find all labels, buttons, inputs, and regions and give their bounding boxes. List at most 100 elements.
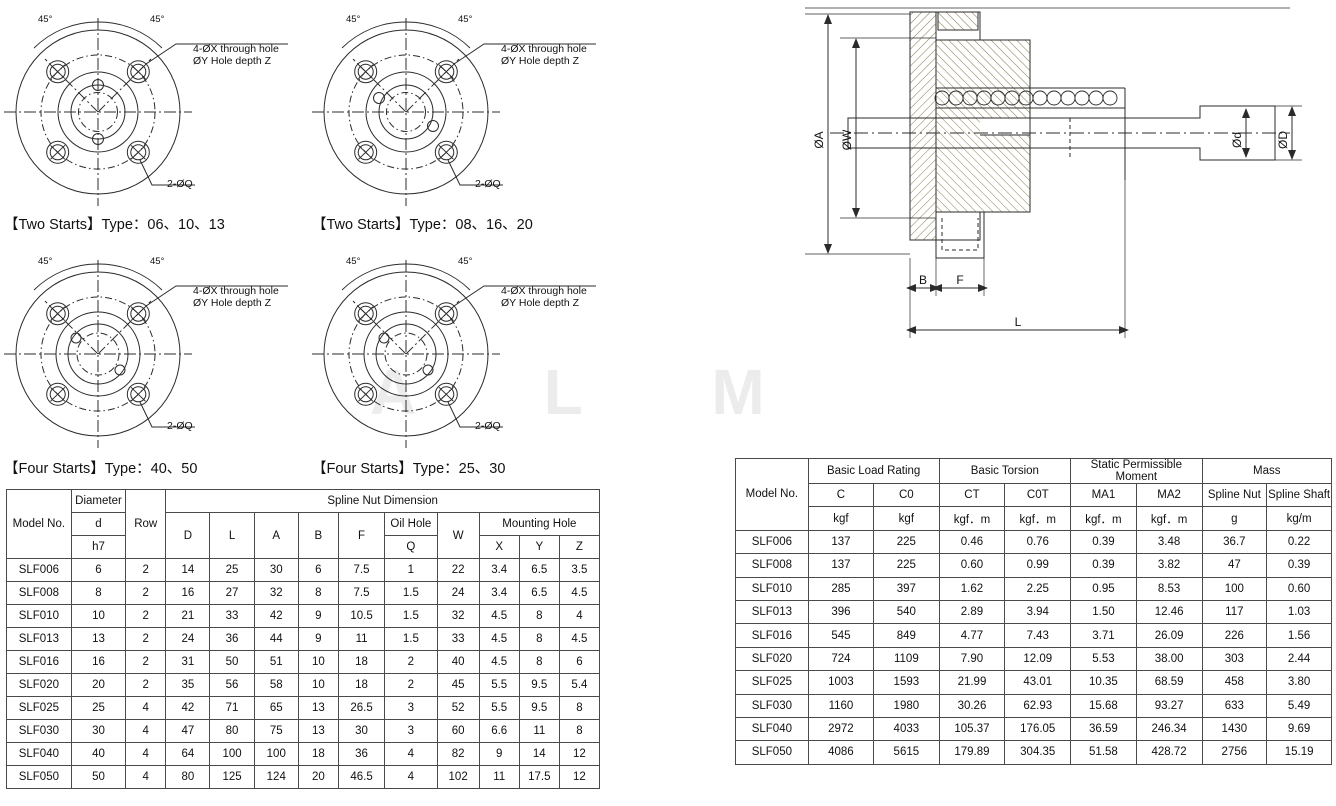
dim-label-F: F bbox=[956, 273, 963, 287]
cell-Z: 12 bbox=[558, 742, 601, 766]
cell-Z: 3.5 bbox=[558, 558, 601, 582]
angle-label-right: 45° bbox=[458, 256, 473, 267]
cell-C0: 225 bbox=[873, 553, 940, 578]
cell-model-no: SLF025 bbox=[6, 696, 72, 720]
callout-through-hole: 4-ØX through hole ØY Hole depth Z bbox=[501, 285, 587, 309]
cell-Y: 8 bbox=[518, 604, 560, 628]
cell-L: 100 bbox=[209, 742, 255, 766]
header-row: Row bbox=[125, 489, 167, 559]
header-basic-load-rating: Basic Load Rating bbox=[807, 458, 940, 484]
header-mounting-hole: Mounting Hole bbox=[478, 512, 601, 536]
cell-model-no: SLF013 bbox=[735, 599, 809, 625]
spline-nut-dimension-table: Model No. Diameter Row Spline Nut Dimens… bbox=[6, 489, 601, 789]
header-B: B bbox=[297, 512, 339, 559]
cell-MA1: 51.58 bbox=[1070, 740, 1137, 765]
flange-view-four-starts-40-50: 45° 45° 4-ØX through hole ØY Hole depth … bbox=[0, 242, 310, 482]
cell-B: 13 bbox=[297, 696, 339, 720]
angle-label-left: 45° bbox=[38, 256, 53, 267]
header-D: D bbox=[165, 512, 211, 559]
flange-view-two-starts-08-16-20: 45° 45° 4-ØX through hole ØY Hole depth … bbox=[308, 0, 618, 233]
header-C: C bbox=[807, 482, 875, 508]
cell-C0: 1109 bbox=[873, 646, 940, 672]
cell-row: 4 bbox=[125, 742, 167, 766]
cell-shaft: 5.49 bbox=[1266, 693, 1332, 718]
cell-C: 724 bbox=[807, 646, 875, 672]
cell-A: 30 bbox=[253, 558, 299, 582]
cell-B: 10 bbox=[297, 673, 339, 697]
dim-label-Od: Ød bbox=[1230, 132, 1244, 148]
cell-F: 30 bbox=[337, 719, 386, 743]
callout-oil-hole: 2-ØQ bbox=[167, 178, 193, 190]
cell-D: 35 bbox=[165, 673, 211, 697]
cell-W: 33 bbox=[436, 627, 480, 651]
callout-through-hole: 4-ØX through hole ØY Hole depth Z bbox=[193, 285, 279, 309]
cell-MA2: 38.00 bbox=[1135, 646, 1203, 672]
cell-C0: 540 bbox=[873, 599, 940, 625]
header-Z: Z bbox=[558, 535, 601, 559]
unit-C: kgf bbox=[807, 506, 875, 531]
cell-B: 9 bbox=[297, 627, 339, 651]
cell-C0: 225 bbox=[873, 529, 940, 555]
unit-spline-nut: g bbox=[1201, 506, 1268, 531]
unit-spline-shaft: kg/m bbox=[1266, 506, 1332, 531]
cell-D: 42 bbox=[165, 696, 211, 720]
unit-MA1: kgf．m bbox=[1070, 506, 1137, 531]
cell-MA1: 1.50 bbox=[1070, 599, 1137, 625]
header-spline-nut: Spline Nut bbox=[1201, 482, 1268, 508]
cell-d: 16 bbox=[70, 650, 127, 674]
header-spline-shaft: Spline Shaft bbox=[1266, 482, 1332, 508]
cell-Y: 6.5 bbox=[518, 558, 560, 582]
cell-d: 6 bbox=[70, 558, 127, 582]
callout-line-1: 4-ØX through hole bbox=[501, 285, 587, 297]
cell-C0: 5615 bbox=[873, 740, 940, 765]
cell-Y: 9.5 bbox=[518, 696, 560, 720]
cell-Q: 3 bbox=[384, 696, 438, 720]
cell-model-no: SLF013 bbox=[6, 627, 72, 651]
cell-W: 40 bbox=[436, 650, 480, 674]
table-units-row: kgf kgf kgf．m kgf．m kgf．m kgf．m g kg/m bbox=[736, 506, 1332, 531]
cell-W: 102 bbox=[436, 765, 480, 789]
table-header-row: h7 Q X Y Z bbox=[7, 535, 601, 559]
cell-W: 24 bbox=[436, 581, 480, 605]
cell-model-no: SLF050 bbox=[6, 765, 72, 789]
cell-C0T: 43.01 bbox=[1004, 670, 1072, 695]
cell-shaft: 3.80 bbox=[1266, 670, 1332, 695]
cell-W: 52 bbox=[436, 696, 480, 720]
cell-row: 2 bbox=[125, 627, 167, 651]
cell-X: 4.5 bbox=[478, 650, 520, 674]
cell-d: 20 bbox=[70, 673, 127, 697]
cell-D: 31 bbox=[165, 650, 211, 674]
cell-model-no: SLF006 bbox=[735, 529, 809, 555]
header-Q: Q bbox=[384, 535, 438, 559]
cell-B: 6 bbox=[297, 558, 339, 582]
header-X: X bbox=[478, 535, 520, 559]
angle-label-left: 45° bbox=[346, 256, 361, 267]
dim-label-L: L bbox=[1015, 315, 1022, 329]
cell-C: 396 bbox=[807, 599, 875, 625]
cell-nut: 117 bbox=[1201, 599, 1268, 625]
dim-label-OW: ØW bbox=[840, 129, 854, 150]
cell-CT: 0.46 bbox=[938, 529, 1006, 555]
flange-view-four-starts-25-30: 45° 45° 4-ØX through hole ØY Hole depth … bbox=[308, 242, 618, 482]
cell-Y: 8 bbox=[518, 650, 560, 674]
cell-W: 45 bbox=[436, 673, 480, 697]
cell-A: 42 bbox=[253, 604, 299, 628]
flange-caption: 【Four Starts】Type：25、30 bbox=[312, 461, 506, 477]
cell-MA2: 428.72 bbox=[1135, 740, 1203, 765]
cell-d: 40 bbox=[70, 742, 127, 766]
cell-Y: 14 bbox=[518, 742, 560, 766]
cell-Q: 1.5 bbox=[384, 604, 438, 628]
cell-C: 1003 bbox=[807, 670, 875, 695]
cell-d: 25 bbox=[70, 696, 127, 720]
angle-label-right: 45° bbox=[458, 14, 473, 25]
cell-L: 80 bbox=[209, 719, 255, 743]
unit-CT: kgf．m bbox=[938, 506, 1006, 531]
cell-model-no: SLF030 bbox=[735, 693, 809, 718]
cell-MA1: 5.53 bbox=[1070, 646, 1137, 672]
cell-C0T: 2.25 bbox=[1004, 576, 1072, 601]
